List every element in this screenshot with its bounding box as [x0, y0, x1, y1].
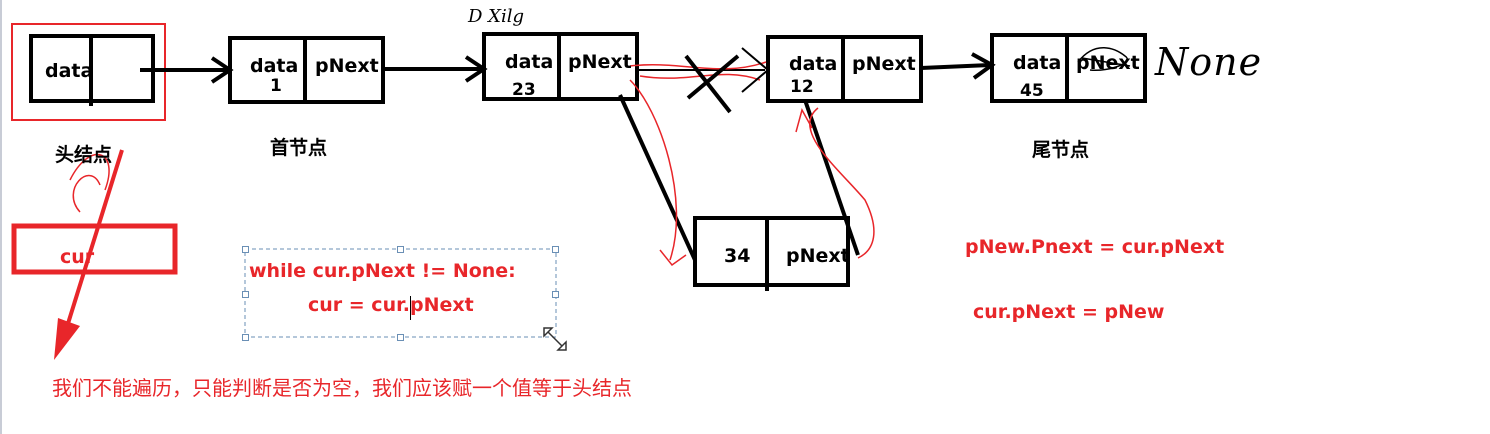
handle-bl[interactable]: [242, 334, 249, 341]
code-line-2: cur = cur.pNext: [308, 294, 474, 316]
handle-tr[interactable]: [552, 246, 559, 253]
first-value: 1: [270, 76, 282, 96]
handle-tm[interactable]: [397, 246, 404, 253]
n45-next-label: pNext: [1076, 52, 1140, 74]
resize-cursor-icon: [543, 327, 567, 351]
n23-next-label: pNext: [568, 51, 632, 73]
big-red-arrow: [54, 149, 124, 360]
formula-2: cur.pNext = pNew: [973, 301, 1165, 323]
new-next-label: pNext: [786, 245, 850, 267]
formula-1: pNew.Pnext = cur.pNext: [965, 236, 1225, 258]
n12-next-label: pNext: [852, 53, 916, 75]
handle-mr[interactable]: [552, 291, 559, 298]
code-line-1: while cur.pNext != None:: [249, 260, 516, 282]
head-caption: 头结点: [55, 144, 113, 166]
cut-link: [629, 47, 770, 114]
n23-data-label: data: [505, 51, 554, 73]
top-scribble: D Xilg: [468, 6, 525, 27]
handle-ml[interactable]: [242, 291, 249, 298]
n45-value: 45: [1020, 81, 1044, 101]
n23-value: 23: [512, 80, 536, 100]
red-annotations: [69, 79, 875, 267]
handle-tl[interactable]: [242, 246, 249, 253]
n12-data-label: data: [789, 53, 838, 75]
node-new: [693, 216, 850, 287]
first-data-label: data: [250, 55, 299, 77]
handle-bm[interactable]: [397, 334, 404, 341]
cross-x: [684, 54, 732, 114]
note-text: 我们不能遍历，只能判断是否为空，我们应该赋一个值等于头结点: [52, 376, 632, 400]
head-data-label: data: [45, 60, 94, 82]
first-caption: 首节点: [270, 137, 328, 159]
pnext-scribble: [1077, 47, 1131, 71]
none-scribble: None: [1155, 40, 1263, 84]
n12-value: 12: [790, 77, 814, 97]
n45-data-label: data: [1013, 52, 1062, 74]
new-data-value: 34: [724, 245, 751, 267]
tail-caption: 尾节点: [1032, 139, 1090, 161]
cur-label: cur: [60, 246, 95, 268]
link-arrows: [140, 52, 996, 261]
first-next-label: pNext: [315, 55, 379, 77]
text-caret: [410, 296, 411, 320]
cur-box: [11, 223, 178, 275]
